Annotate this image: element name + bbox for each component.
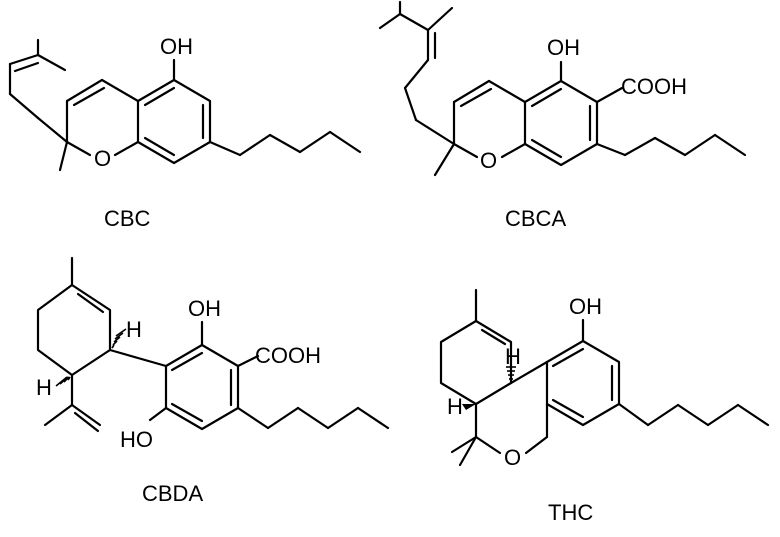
cbda-hashed-bond-lower bbox=[55, 376, 71, 387]
cbc-caption: CBC bbox=[104, 206, 151, 231]
thc-hydrogen-label-lower: H bbox=[447, 394, 463, 419]
cbca-caption: CBCA bbox=[505, 206, 566, 231]
cbda-hydrogen-label-lower: H bbox=[36, 375, 52, 400]
cbc-bonds bbox=[8, 38, 362, 172]
molecule-thc: H H OH O THC bbox=[439, 288, 770, 525]
cbca-carboxyl-label: COOH bbox=[621, 74, 687, 99]
cbda-hydrogen-label-upper: H bbox=[126, 317, 142, 342]
thc-bonds bbox=[439, 288, 770, 467]
thc-hashed-bond-upper bbox=[506, 366, 516, 380]
molecule-cbca: OH O COOH CBCA bbox=[378, 0, 747, 231]
thc-hydroxyl-label: OH bbox=[569, 294, 602, 319]
cbda-bonds bbox=[36, 256, 390, 433]
cbca-oxygen-label: O bbox=[480, 148, 497, 173]
thc-hydrogen-label-upper: H bbox=[505, 344, 521, 369]
cbc-oxygen-label: O bbox=[94, 146, 111, 171]
cbc-hydroxyl-label: OH bbox=[160, 34, 193, 59]
cbca-bonds bbox=[378, 0, 747, 177]
molecule-cbda: H H OH HO COOH CBDA bbox=[36, 256, 390, 506]
cbda-hydroxyl-label-bottom: HO bbox=[120, 427, 153, 452]
cbda-caption: CBDA bbox=[142, 481, 203, 506]
cbca-hydroxyl-label: OH bbox=[547, 35, 580, 60]
cbda-carboxyl-label: COOH bbox=[255, 343, 321, 368]
thc-oxygen-label: O bbox=[504, 445, 521, 470]
molecule-cbc: OH O CBC bbox=[8, 34, 362, 231]
thc-wedge-bond-lower bbox=[462, 404, 476, 410]
cbda-hydroxyl-label-top: OH bbox=[188, 296, 221, 321]
cbda-hashed-bond-upper bbox=[111, 328, 127, 349]
thc-caption: THC bbox=[548, 500, 593, 525]
